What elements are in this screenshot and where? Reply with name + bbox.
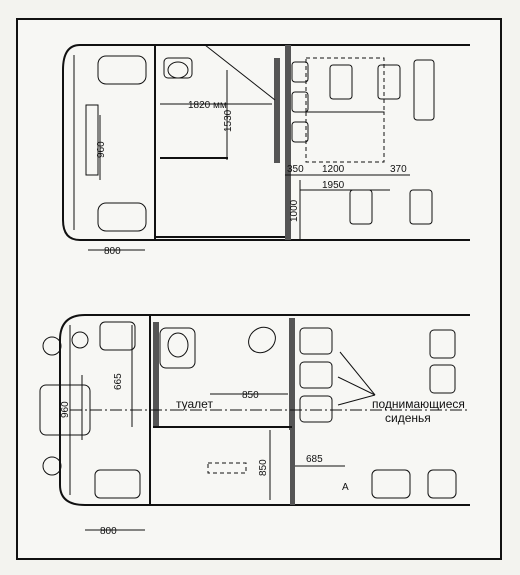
toilet-seat (167, 332, 189, 358)
leader-line-2 (337, 376, 376, 396)
marker-a: A (342, 482, 349, 493)
top-label-370: 370 (390, 164, 407, 175)
top-diagonal-line (204, 44, 276, 101)
top-label-1200: 1200 (322, 164, 345, 175)
top-seat-3 (291, 121, 309, 143)
bottom-label-685: 685 (306, 454, 323, 465)
driver-seat (99, 321, 136, 351)
lifting-seat-3 (299, 395, 333, 423)
top-toilet-bowl (167, 61, 189, 79)
bottom-body-outline (59, 314, 470, 506)
top-seat-1 (291, 61, 309, 83)
lifting-seat-2 (299, 361, 333, 389)
top-toilet-wall (274, 58, 280, 163)
top-engine-cover (85, 104, 99, 176)
top-front-seat-upper (97, 55, 147, 85)
top-dashed-seat-area-1 (305, 57, 385, 113)
lifting-seat-1 (299, 327, 333, 355)
left-upper-mirror (42, 336, 62, 356)
lifting-seats-label-line1: поднимающиеся (372, 397, 465, 411)
bottom-label-850-h: 850 (242, 390, 259, 401)
top-label-960: 960 (96, 141, 107, 158)
leader-line-1 (339, 351, 376, 396)
top-dashed-seat-area-2 (305, 111, 385, 163)
top-seat-pair-b (377, 64, 401, 100)
bottom-floor-plan: 665 960 туалет 850 850 685 поднимающиеся… (39, 314, 470, 537)
salon-seat-lower-a (371, 469, 411, 499)
bottom-label-665: 665 (113, 373, 124, 390)
top-label-1950: 1950 (322, 180, 345, 191)
bottom-toilet-right-wall (289, 318, 295, 430)
bottom-label-850-v: 850 (258, 459, 269, 476)
bottom-label-960: 960 (60, 401, 71, 418)
toilet-bowl (159, 327, 196, 369)
sink (248, 326, 276, 354)
salon-seat-upper (429, 329, 456, 359)
top-label-800: 800 (104, 246, 121, 257)
top-front-seat-lower (97, 202, 147, 232)
salon-seat-lower-b (427, 469, 457, 499)
top-label-350: 350 (287, 164, 304, 175)
bottom-label-800: 800 (100, 526, 117, 537)
top-salon-partition (285, 45, 291, 240)
top-seat-pair-c (413, 59, 435, 121)
top-seat-2 (291, 91, 309, 113)
top-label-1000: 1000 (289, 199, 300, 222)
top-seat-lower-b (409, 189, 433, 225)
top-label-1530: 1530 (223, 109, 234, 132)
leader-line-3 (337, 394, 376, 406)
lifting-seats-label-line2: сиденья (385, 411, 431, 425)
toilet-label: туалет (176, 397, 213, 411)
bottom-salon-partition (290, 430, 295, 505)
top-seat-lower-a (349, 189, 373, 225)
drawing-frame (16, 18, 502, 560)
salon-seat-mid (429, 364, 456, 394)
top-body-outline (62, 44, 470, 241)
top-floor-plan: 1820 мм 1530 960 350 1200 370 1950 1000 … (62, 44, 470, 257)
top-seat-pair-a (329, 64, 353, 100)
floor-hatch (207, 462, 247, 474)
left-lower-mirror (42, 456, 62, 476)
door-step (94, 469, 141, 499)
steering-wheel (71, 331, 89, 349)
bottom-toilet-left-wall (153, 322, 159, 427)
top-label-1820: 1820 мм (188, 100, 227, 111)
